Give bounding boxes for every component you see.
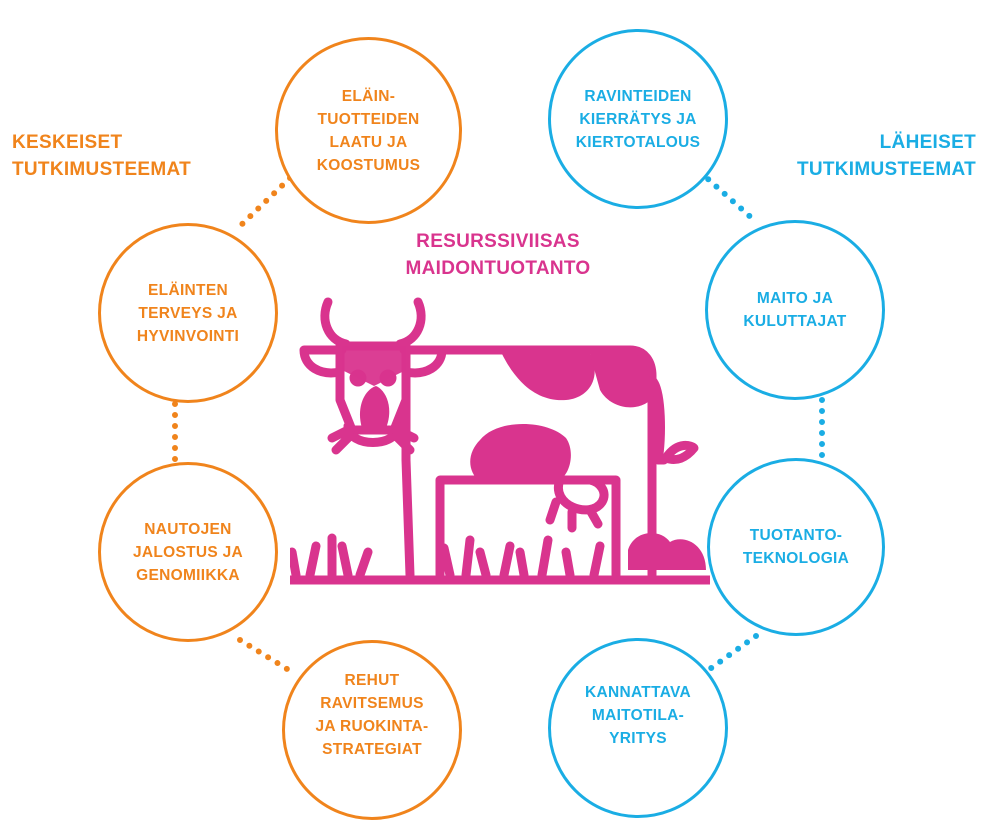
cow-icon [290,297,710,585]
connector-core-3-4 [237,637,295,675]
core-theme-circle-quality: ELÄIN- TUOTTEIDEN LAATU JA KOOSTUMUS [275,37,462,224]
core-themes-title: KESKEISET TUTKIMUSTEEMAT [12,132,192,180]
related-theme-label: MAITO JA KULUTTAJAT [743,290,847,330]
connector-related-3-4 [697,633,759,679]
core-theme-label: ELÄIN- TUOTTEIDEN LAATU JA KOOSTUMUS [316,87,421,174]
center-title: RESURSSIVIISAS MAIDONTUOTANTO [405,231,591,279]
related-theme-circle-nutrients: RAVINTEIDEN KIERRÄTYS JA KIERTOTALOUS [548,29,728,209]
core-theme-label: NAUTOJEN JALOSTUS JA GENOMIIKKA [132,520,244,584]
core-theme-circle-health: ELÄINTEN TERVEYS JA HYVINVOINTI [98,223,278,403]
related-theme-label: KANNATTAVA MAITOTILA- YRITYS [584,683,692,747]
core-theme-circle-feeding: REHUT RAVITSEMUS JA RUOKINTA- STRATEGIAT [282,640,462,820]
core-theme-label: ELÄINTEN TERVEYS JA HYVINVOINTI [136,281,240,345]
connector-related-1-2 [697,169,757,223]
related-theme-circle-consumers: MAITO JA KULUTTAJAT [705,220,885,400]
connector-core-1-2 [235,175,293,231]
related-theme-circle-farm: KANNATTAVA MAITOTILA- YRITYS [548,638,728,818]
core-theme-circle-breeding: NAUTOJEN JALOSTUS JA GENOMIIKKA [98,462,278,642]
core-theme-label: REHUT RAVITSEMUS JA RUOKINTA- STRATEGIAT [315,672,429,758]
related-theme-label: TUOTANTO- TEKNOLOGIA [742,527,850,567]
related-themes-title: LÄHEISET TUTKIMUSTEEMAT [796,132,976,180]
related-theme-label: RAVINTEIDEN KIERRÄTYS JA KIERTOTALOUS [575,87,701,151]
related-theme-circle-technology: TUOTANTO- TEKNOLOGIA [707,458,885,636]
